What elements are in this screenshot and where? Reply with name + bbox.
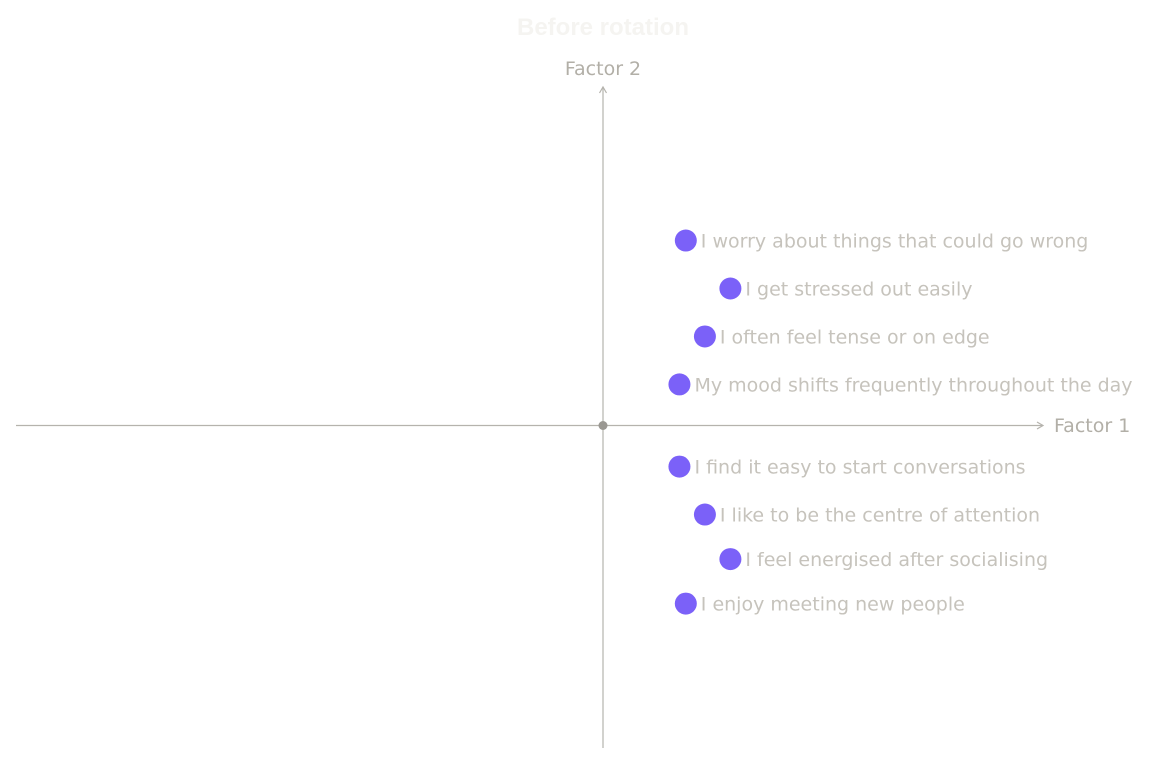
data-point-7: I feel energised after socialising (719, 548, 1048, 571)
point-label: I feel energised after socialising (745, 549, 1048, 571)
point-marker (674, 229, 697, 252)
point-marker (719, 277, 742, 300)
x-axis: Factor 1 (16, 415, 1130, 437)
point-label: I get stressed out easily (745, 279, 972, 301)
data-point-2: I get stressed out easily (719, 277, 972, 301)
point-marker (693, 325, 716, 348)
point-marker (693, 503, 716, 526)
data-point-6: I like to be the centre of attention (693, 503, 1040, 527)
x-axis-arrow (1036, 421, 1045, 430)
point-marker (674, 592, 697, 615)
origin-marker (598, 421, 608, 430)
point-label: I enjoy meeting new people (701, 594, 965, 616)
data-point-5: I find it easy to start conversations (668, 455, 1026, 479)
point-label: I like to be the centre of attention (720, 505, 1040, 527)
data-point-3: I often feel tense or on edge (693, 325, 990, 348)
point-marker (719, 548, 742, 571)
x-axis-label: Factor 1 (1054, 415, 1130, 437)
y-axis: Factor 2 (565, 58, 641, 748)
data-point-8: I enjoy meeting new people (674, 592, 965, 616)
point-marker (668, 455, 691, 478)
y-axis-arrow (598, 85, 608, 94)
point-label: I often feel tense or on edge (720, 326, 990, 348)
point-marker (668, 373, 691, 396)
y-axis-label: Factor 2 (565, 58, 641, 80)
data-point-1: I worry about things that could go wrong (674, 229, 1089, 253)
chart-title: Before rotation (517, 14, 689, 41)
point-label: My mood shifts frequently throughout the… (694, 374, 1132, 396)
data-point-4: My mood shifts frequently throughout the… (668, 373, 1133, 396)
data-points: I worry about things that could go wrong… (668, 229, 1133, 616)
point-label: I worry about things that could go wrong (701, 231, 1089, 253)
point-label: I find it easy to start conversations (694, 457, 1025, 479)
